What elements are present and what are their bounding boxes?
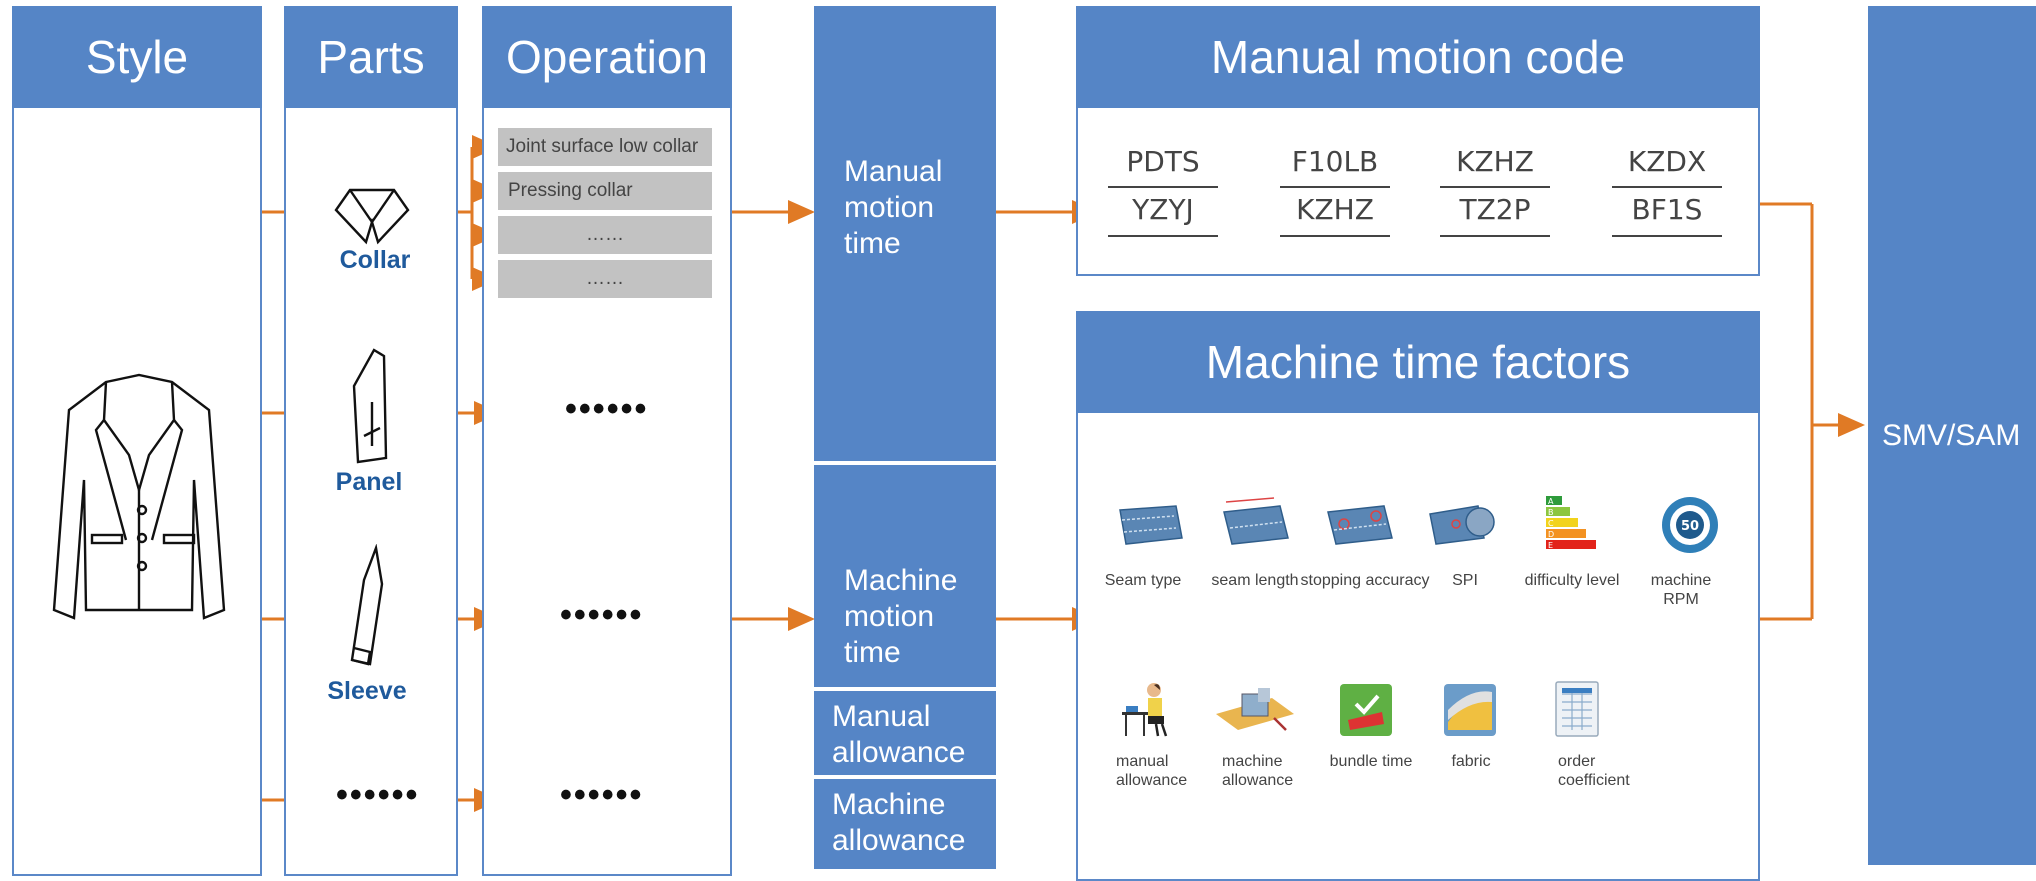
seam-type-icon: [1119, 505, 1183, 545]
motion-code-3-top: KZHZ: [1456, 145, 1534, 178]
style-column: Style: [12, 6, 262, 876]
parts-header: Parts: [284, 6, 458, 108]
machine-motion-time-block: Machine motion time: [814, 465, 996, 687]
motion-code-3-divider: [1440, 186, 1550, 188]
manual-motion-code-header: Manual motion code: [1076, 6, 1760, 108]
manual-motion-time-block: Manual motion time: [814, 6, 996, 461]
difficulty-letter-c: C: [1548, 519, 1554, 528]
factor-label-machine-allowance: machine allowance: [1222, 753, 1294, 789]
motion-code-4-divider: [1612, 186, 1722, 188]
panel-icon: [352, 348, 388, 464]
rpm-badge-value: 50: [1681, 519, 1699, 534]
factor-label-fabric: fabric: [1451, 753, 1491, 770]
factor-label-order-coefficient: order coefficient: [1558, 753, 1630, 789]
operation-header: Operation: [482, 6, 732, 108]
collar-icon: [334, 188, 410, 245]
difficulty-letter-e: E: [1548, 541, 1553, 550]
motion-code-1-underline: [1108, 235, 1218, 237]
motion-code-1-divider: [1108, 186, 1218, 188]
machine-time-factors-panel: Machine time factors: [1076, 311, 1760, 881]
factor-label-seam-length: seam length: [1211, 572, 1299, 589]
op-joint-surface-low-collar[interactable]: Joint surface low collar: [498, 128, 712, 166]
seam-length-icon: [1223, 497, 1289, 545]
smv-sam-block: SMV/SAM: [1868, 6, 2036, 865]
motion-code-4-underline: [1612, 235, 1722, 237]
op-ellipsis-other: ••••••: [560, 776, 644, 814]
manual-motion-code-panel: Manual motion code: [1076, 6, 1760, 276]
motion-code-1-top: PDTS: [1126, 145, 1200, 178]
part-label-collar: Collar: [339, 246, 411, 274]
op-pressing-collar[interactable]: Pressing collar: [498, 172, 712, 210]
factor-label-stopping-accuracy: stopping accuracy: [1300, 572, 1430, 589]
part-label-panel: Panel: [335, 468, 403, 496]
parts-ellipsis: ••••••: [336, 776, 420, 814]
motion-code-2-underline: [1280, 235, 1390, 237]
sleeve-icon: [350, 544, 384, 666]
factor-label-seam-type: Seam type: [1104, 572, 1182, 589]
fabric-icon: [1444, 684, 1496, 736]
difficulty-letter-d: D: [1548, 530, 1554, 539]
stopping-accuracy-icon: [1327, 505, 1393, 545]
motion-code-4-bottom: BF1S: [1631, 193, 1703, 226]
machine-time-factors-header: Machine time factors: [1076, 311, 1760, 413]
jacket-icon: [52, 373, 226, 620]
difficulty-letter-b: B: [1548, 508, 1554, 517]
factor-label-machine-rpm: machine RPM: [1650, 572, 1712, 608]
motion-code-2-divider: [1280, 186, 1390, 188]
op-ellipsis-panel: ••••••: [565, 390, 649, 428]
motion-code-2-bottom: KZHZ: [1296, 193, 1374, 226]
bundle-time-icon: [1340, 684, 1392, 736]
op-placeholder-2[interactable]: ……: [498, 260, 712, 298]
machine-allowance-icon: [1216, 688, 1294, 731]
motion-code-1-bottom: YZYJ: [1132, 193, 1194, 226]
factor-label-difficulty-level: difficulty level: [1524, 572, 1620, 589]
difficulty-letter-a: A: [1548, 497, 1554, 506]
smv-sam-label: SMV/SAM: [1882, 418, 2021, 452]
part-label-sleeve: Sleeve: [327, 677, 407, 705]
factor-label-manual-allowance: manual allowance: [1116, 753, 1188, 789]
spi-icon: [1429, 505, 1495, 545]
motion-code-2-top: F10LB: [1291, 145, 1379, 178]
motion-code-3-bottom: TZ2P: [1459, 193, 1531, 226]
factor-label-bundle-time: bundle time: [1329, 753, 1413, 770]
op-ellipsis-sleeve: ••••••: [560, 596, 644, 634]
motion-code-3-underline: [1440, 235, 1550, 237]
manual-allowance-icon: [1122, 683, 1168, 737]
style-header: Style: [12, 6, 262, 108]
difficulty-level-icon: A B C D E: [1546, 496, 1596, 550]
op-placeholder-1[interactable]: ……: [498, 216, 712, 254]
motion-code-4-top: KZDX: [1627, 145, 1707, 178]
machine-rpm-icon: 50: [1662, 497, 1718, 553]
manual-allowance-block: Manual allowance: [814, 691, 996, 775]
factor-label-spi: SPI: [1452, 572, 1478, 589]
machine-allowance-block: Machine allowance: [814, 779, 996, 869]
order-coefficient-icon: [1555, 681, 1599, 737]
